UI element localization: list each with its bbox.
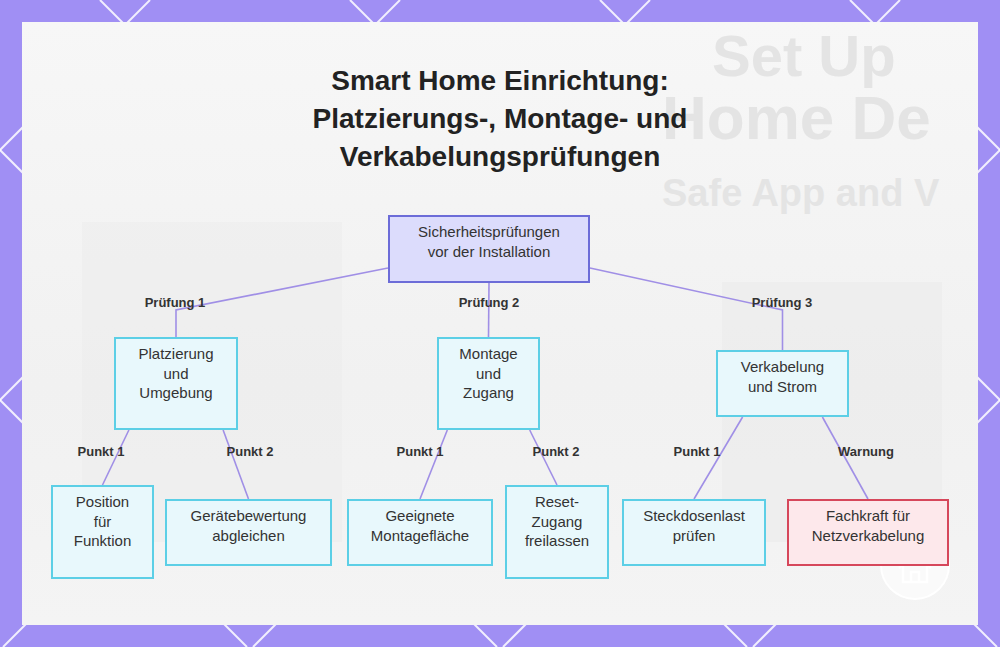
connector	[223, 430, 248, 499]
watermark-text: Safe App and V	[662, 172, 939, 214]
connector-line	[420, 430, 447, 499]
watermark-text: Home De	[662, 84, 931, 152]
node-text: Geeignete Montagefläche	[359, 506, 481, 545]
connector	[176, 268, 388, 337]
diagram-title: Smart Home Einrichtung: Platzierungs-, M…	[270, 62, 730, 176]
edge-label: Punkt 1	[397, 444, 444, 459]
edge-label: Prüfung 2	[459, 295, 520, 310]
check-box: Reset-Zugang freilassen	[505, 485, 609, 579]
check-box: Position für Funktion	[51, 485, 154, 579]
node-text: Fachkraft für Netzverkabelung	[799, 506, 937, 545]
node-text: Platzierung und Umgebung	[132, 344, 220, 403]
edge-label: Punkt 2	[533, 444, 580, 459]
node-text: Sicherheitsprüfungen vor der Installatio…	[410, 222, 568, 261]
watermark-text: Set Up	[712, 24, 896, 88]
category-box: Verkabelung und Strom	[716, 350, 849, 417]
check-box: Gerätebewertung abgleichen	[165, 499, 332, 566]
connector-line	[176, 268, 388, 337]
node-text: Steckdosenlast prüfen	[634, 506, 754, 545]
edge-label: Punkt 2	[227, 444, 274, 459]
edge-label: Prüfung 1	[145, 295, 206, 310]
node-text: Reset-Zugang freilassen	[523, 492, 591, 551]
check-box: Steckdosenlast prüfen	[622, 499, 766, 566]
check-box: Geeignete Montagefläche	[347, 499, 493, 566]
edge-label: Punkt 1	[674, 444, 721, 459]
edge-label: Punkt 1	[78, 444, 125, 459]
connector	[488, 283, 490, 337]
node-text: Position für Funktion	[69, 492, 136, 551]
edge-label: Prüfung 3	[752, 295, 813, 310]
connector	[420, 430, 447, 499]
connector-line	[223, 430, 248, 499]
connector-line	[488, 283, 490, 337]
node-text: Verkabelung und Strom	[732, 357, 833, 396]
warning-box: Fachkraft für Netzverkabelung	[787, 499, 949, 566]
root-box: Sicherheitsprüfungen vor der Installatio…	[388, 215, 590, 283]
node-text: Montage und Zugang	[449, 344, 528, 403]
category-box: Montage und Zugang	[437, 337, 540, 430]
node-text: Gerätebewertung abgleichen	[187, 506, 310, 545]
edge-label: Warnung	[838, 444, 894, 459]
category-box: Platzierung und Umgebung	[114, 337, 238, 430]
